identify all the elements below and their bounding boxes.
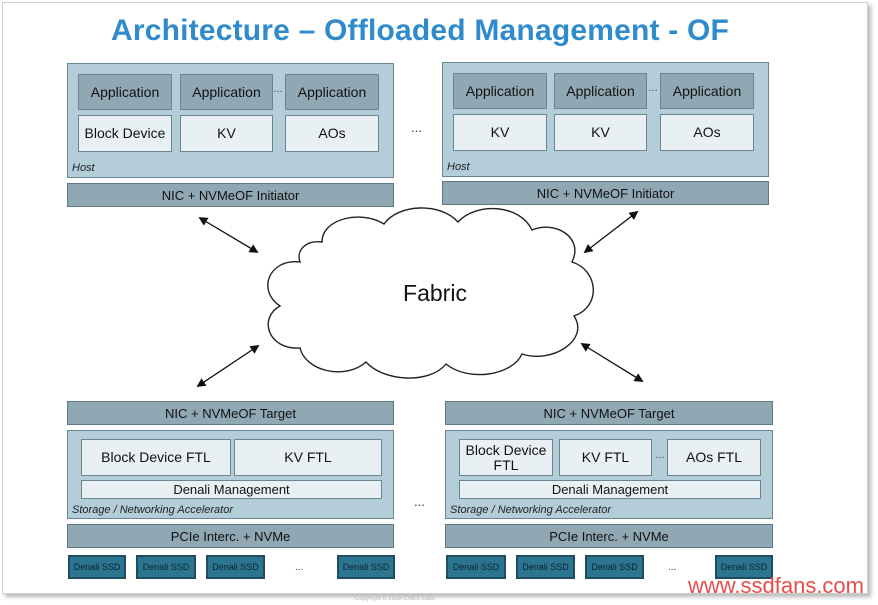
- slide-title: Architecture – Offloaded Management - OF: [110, 14, 730, 47]
- target1-nic-bar: NIC + NVMeOF Target: [67, 401, 394, 425]
- target1-accelerator-label: Storage / Networking Accelerator: [72, 504, 233, 516]
- target2-ssd-ellipsis: ...: [668, 562, 677, 573]
- target1-ssd-4: Denali SSD: [337, 555, 395, 579]
- target1-ssd-2: Denali SSD: [136, 555, 196, 579]
- target1-block-device-ftl: Block Device FTL: [81, 439, 231, 476]
- target2-ssd-1: Denali SSD: [446, 555, 506, 579]
- fabric-cloud-icon: [267, 207, 594, 379]
- target2-aos-ftl: AOs FTL: [667, 439, 761, 476]
- host-gap-ellipsis: ...: [411, 120, 422, 135]
- target1-ssd-1: Denali SSD: [68, 555, 126, 579]
- target2-pcie-bar: PCIe Interc. + NVMe: [445, 524, 773, 548]
- arrow-target2-fabric: [580, 343, 644, 382]
- target1-ssd-ellipsis: ...: [295, 562, 304, 573]
- host2-label: Host: [447, 161, 470, 173]
- target2-nic-bar: NIC + NVMeOF Target: [445, 401, 773, 425]
- host1-service-aos: AOs: [285, 115, 379, 152]
- host2-service-kv-2: KV: [554, 114, 647, 151]
- target2-ftl-ellipsis: …: [655, 450, 665, 461]
- host2-app-3: Application: [660, 73, 754, 109]
- target1-pcie-bar: PCIe Interc. + NVMe: [67, 524, 394, 548]
- fabric-label: Fabric: [403, 280, 467, 306]
- target2-block-device-ftl: Block Device FTL: [459, 439, 553, 476]
- arrow-host1-fabric: [198, 217, 259, 253]
- host1-apps-ellipsis: …: [273, 84, 283, 95]
- target-gap-ellipsis: ...: [414, 494, 425, 509]
- target1-denali-management: Denali Management: [81, 480, 382, 499]
- copyright-text: Copyright © 2018 CNEX Labs: [355, 596, 435, 602]
- host1-app-2: Application: [180, 74, 273, 110]
- host2-service-kv-1: KV: [453, 114, 547, 151]
- host2-app-1: Application: [453, 73, 547, 109]
- host1-nic-bar: NIC + NVMeOF Initiator: [67, 183, 394, 207]
- target2-accelerator-label: Storage / Networking Accelerator: [450, 504, 611, 516]
- target2-kv-ftl: KV FTL: [559, 439, 652, 476]
- host2-app-2: Application: [554, 73, 647, 109]
- host2-apps-ellipsis: …: [648, 83, 658, 94]
- arrow-target1-fabric: [196, 344, 260, 388]
- host1-label: Host: [72, 162, 95, 174]
- watermark-text: www.ssdfans.com: [687, 573, 864, 598]
- target2-denali-management: Denali Management: [459, 480, 761, 499]
- host2-service-aos: AOs: [660, 114, 754, 151]
- arrow-host2-fabric: [583, 210, 639, 254]
- host1-app-3: Application: [285, 74, 379, 110]
- target1-ssd-3: Denali SSD: [206, 555, 265, 579]
- target2-ssd-2: Denali SSD: [516, 555, 575, 579]
- host1-app-1: Application: [78, 74, 172, 110]
- target1-kv-ftl: KV FTL: [234, 439, 382, 476]
- host2-nic-bar: NIC + NVMeOF Initiator: [442, 181, 769, 205]
- host1-service-block-device: Block Device: [78, 115, 172, 152]
- target2-ssd-4: Denali SSD: [715, 555, 773, 579]
- target2-ssd-3: Denali SSD: [585, 555, 644, 579]
- host1-service-kv: KV: [180, 115, 273, 152]
